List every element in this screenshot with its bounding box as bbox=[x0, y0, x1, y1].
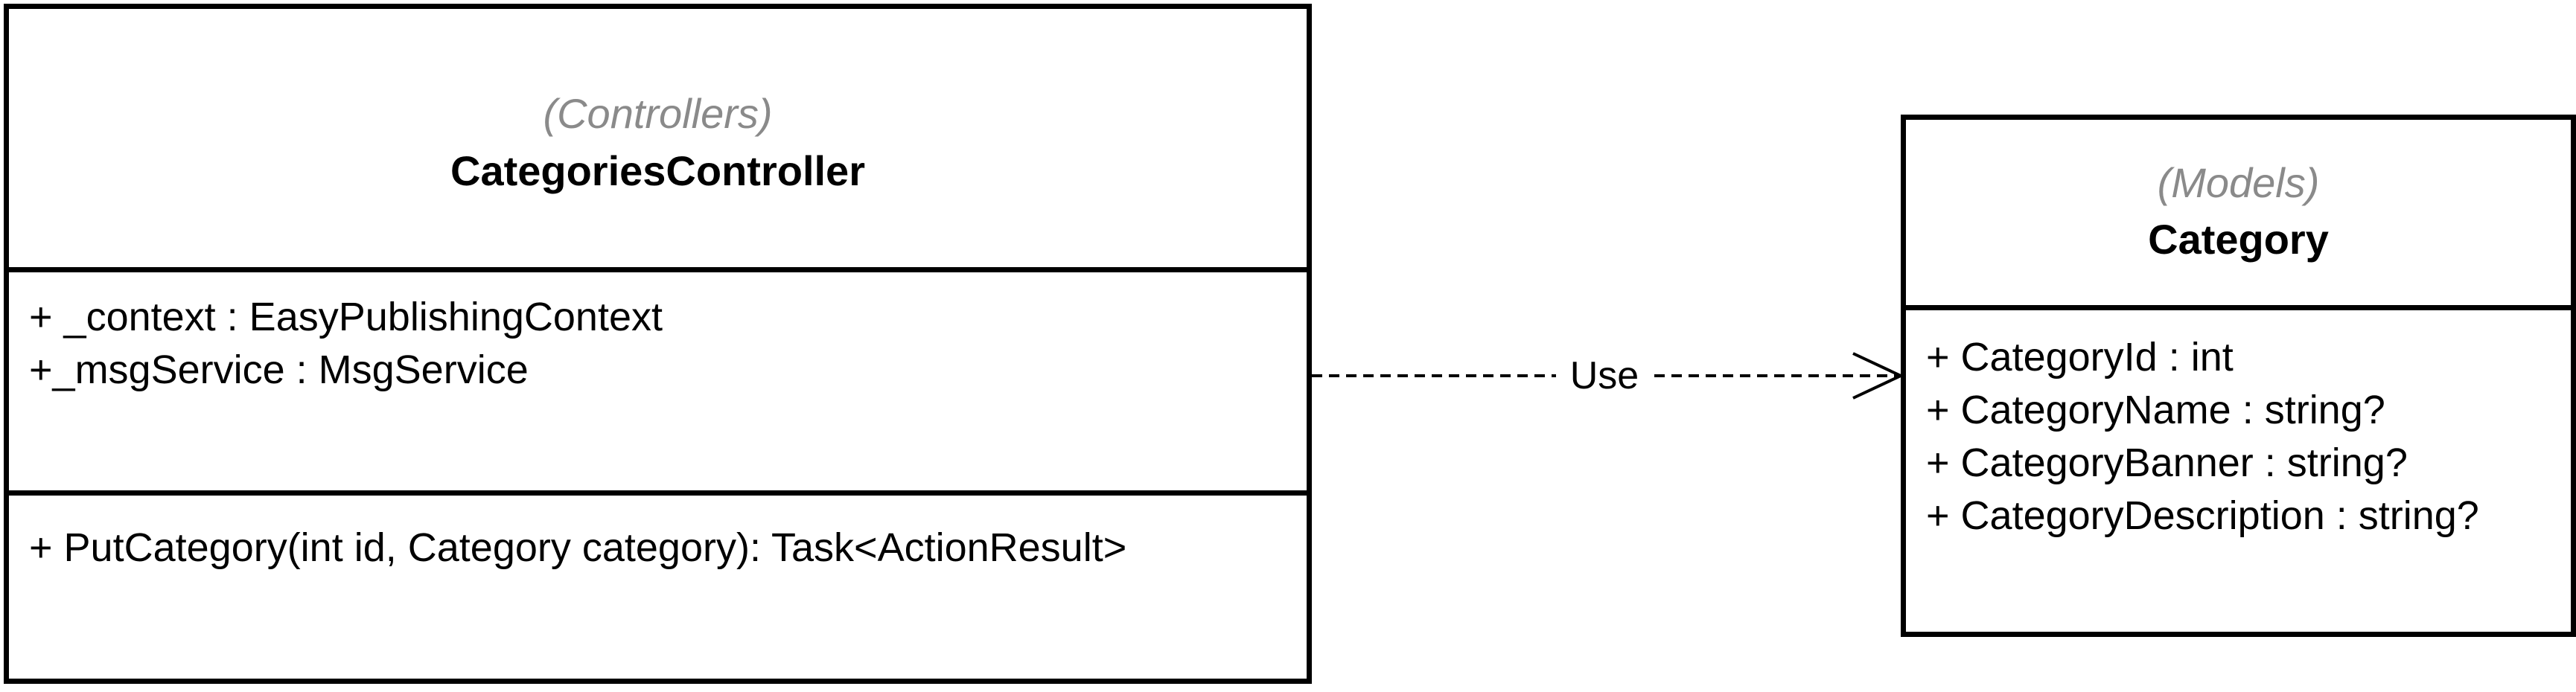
class-name: Category bbox=[2148, 216, 2329, 263]
methods-compartment: + PutCategory(int id, Category category)… bbox=[9, 496, 1307, 574]
class-stereotype: (Controllers) bbox=[543, 90, 773, 137]
class-box-category: (Models) Category + CategoryId : int + C… bbox=[1901, 115, 2576, 637]
attribute-item: + CategoryBanner : string? bbox=[1926, 440, 2408, 485]
attribute-item: + CategoryName : string? bbox=[1926, 388, 2385, 432]
attribute-item: + CategoryDescription : string? bbox=[1926, 493, 2479, 538]
relation-label: Use bbox=[1556, 351, 1653, 400]
attributes-compartment: + CategoryId : int + CategoryName : stri… bbox=[1906, 310, 2571, 542]
attributes-compartment: + _context : EasyPublishingContext +_msg… bbox=[9, 272, 1307, 496]
attribute-item: + CategoryId : int bbox=[1926, 335, 2234, 379]
attribute-item: +_msgService : MsgService bbox=[29, 347, 529, 392]
attribute-item: + _context : EasyPublishingContext bbox=[29, 295, 663, 339]
class-name: CategoriesController bbox=[450, 147, 865, 194]
class-stereotype: (Models) bbox=[2157, 159, 2320, 206]
class-header: (Models) Category bbox=[1906, 120, 2571, 310]
class-box-categories-controller: (Controllers) CategoriesController + _co… bbox=[4, 4, 1312, 684]
method-item: + PutCategory(int id, Category category)… bbox=[29, 525, 1127, 570]
class-header: (Controllers) CategoriesController bbox=[9, 9, 1307, 272]
